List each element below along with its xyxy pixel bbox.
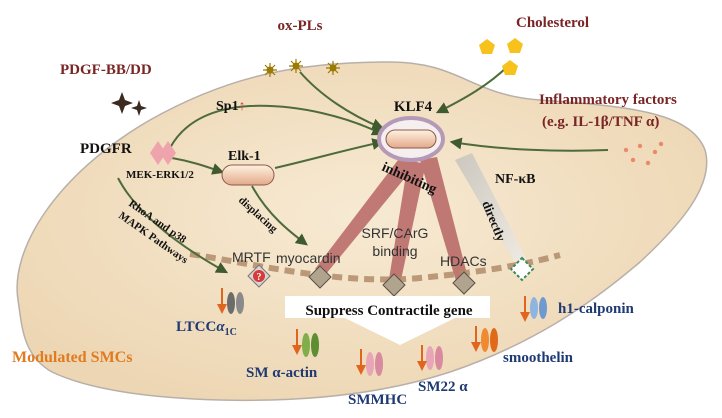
- arrow-inflammation-to-klf4: [449, 137, 609, 152]
- h1-calponin-gene-label: h1-calponin: [558, 301, 635, 317]
- smmhc-channel: [366, 352, 383, 376]
- srf-label-line1: SRF/CArG: [362, 225, 429, 241]
- hdacs-label: HDACs: [440, 253, 487, 269]
- mrtf-label: MRTF: [232, 249, 271, 265]
- mrtf-question-mark: ?: [257, 272, 262, 283]
- arrow-displacing-to-myocardin: [251, 185, 308, 246]
- inflammatory-dots: [623, 141, 664, 166]
- klf4-node: [377, 116, 445, 162]
- smmhc-gene-label: SMMHC: [348, 392, 407, 408]
- klf4-label: KLF4: [394, 99, 433, 115]
- target-diamonds: [308, 265, 476, 297]
- arrow-rhoa-to-ltcc: [117, 177, 229, 274]
- cholesterol-label: Cholesterol: [516, 15, 589, 31]
- arrow-pdgfr-to-sp1: [169, 104, 385, 149]
- srf-label-line2: binding: [372, 243, 417, 259]
- down-arrows: [217, 288, 530, 375]
- sp1-up-arrow: ↑: [239, 99, 246, 114]
- myocardin-label: myocardin: [276, 250, 341, 266]
- mek-erk-label: MEK-ERK1/2: [126, 169, 194, 181]
- modulated-smcs-label: Modulated SMCs: [12, 349, 132, 366]
- directly-diamond: [509, 256, 535, 282]
- sm22-channel: [426, 346, 443, 370]
- ltcc-gene-label: LTCCα1C: [176, 319, 237, 338]
- pdgfr-label: PDGFR: [80, 141, 132, 157]
- ox-pls-label: ox-PLs: [278, 18, 323, 34]
- sm22-gene-label: SM22 α: [418, 379, 468, 395]
- gene-channels: [227, 292, 547, 376]
- smoothelin-gene-label: smoothelin: [503, 350, 574, 366]
- arrow-elk1-to-klf4: [274, 138, 385, 169]
- hdacs-diamond: [452, 271, 476, 295]
- suppress-label: Suppress Contractile gene: [305, 303, 473, 319]
- nfkb-label: NF-κB: [495, 172, 535, 187]
- suppress-banner: [285, 296, 490, 345]
- inhibition-wedges: [315, 157, 468, 281]
- inflammatory-label-line2: (e.g. IL-1β/TNF α): [542, 114, 659, 130]
- pdgf-label: PDGF-BB/DD: [60, 62, 152, 78]
- pdgf-ligand-sparkles: [111, 92, 147, 116]
- directly-wedge: [455, 153, 528, 266]
- h1-calponin-channel: [530, 297, 547, 319]
- pdgfr-receptor: [150, 141, 176, 165]
- sm-actin-gene-label: SM α-actin: [246, 365, 318, 381]
- elk1-pill: [221, 164, 275, 186]
- smoothelin-channel: [481, 328, 498, 352]
- cholesterol-pentagons: [479, 38, 523, 75]
- ltcc-channel: [227, 292, 244, 314]
- mrtf-node: [247, 264, 271, 288]
- myocardin-diamond: [308, 265, 332, 289]
- arrow-pdgfr-to-elk1: [171, 157, 225, 175]
- signal-arrows: [117, 61, 609, 274]
- arrow-oxpls-to-klf4: [299, 71, 385, 130]
- sm-actin-channel: [302, 333, 319, 357]
- sp1-label: Sp1↑: [216, 99, 246, 114]
- inflammatory-label-line1: Inflammatory factors: [539, 92, 677, 108]
- elk1-label: Elk-1: [228, 149, 261, 164]
- ox-pls-particles: [263, 59, 340, 77]
